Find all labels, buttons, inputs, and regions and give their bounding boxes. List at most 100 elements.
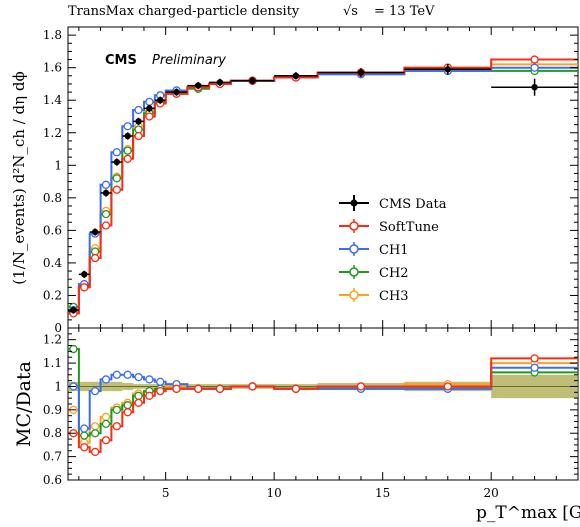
ratio-point-softtune xyxy=(194,384,203,393)
legend-swatch-marker xyxy=(349,290,359,300)
y-tick-label-main: 1.8 xyxy=(43,28,62,42)
point-cms-data xyxy=(146,105,153,112)
y-tick-label-ratio: 1.1 xyxy=(43,356,62,370)
point-softtune xyxy=(112,185,121,194)
ratio-point-ch2 xyxy=(80,431,89,440)
point-cms-data xyxy=(195,82,202,89)
ratio-point-ch2 xyxy=(112,405,121,414)
y-tick-label-main: 0 xyxy=(54,321,62,335)
point-cms-data xyxy=(124,132,131,140)
ratio-point-softtune xyxy=(172,384,181,393)
y-tick-label-main: 1 xyxy=(54,158,62,172)
point-cms-data xyxy=(113,158,121,166)
x-tick-label: 15 xyxy=(375,486,390,500)
point-cms-data xyxy=(157,97,164,104)
series-layer xyxy=(68,55,578,457)
point-softtune xyxy=(101,221,111,230)
y-tick-label-main: 0.2 xyxy=(43,288,62,302)
point-cms-data xyxy=(81,271,88,278)
point-ch1 xyxy=(101,180,111,189)
ratio-point-ch1 xyxy=(530,363,539,372)
legend-swatch-marker xyxy=(350,199,358,207)
y-tick-label-ratio: 0.7 xyxy=(43,450,62,464)
cms-label: CMS xyxy=(105,53,137,68)
ratio-point-softtune xyxy=(134,398,143,407)
ratio-point-ch3 xyxy=(90,422,100,431)
legend-label: CH2 xyxy=(379,266,409,281)
series-line-ch1 xyxy=(68,66,578,312)
ratio-line-softtune xyxy=(68,357,578,453)
y-tick-label-main: 0.8 xyxy=(43,191,62,205)
x-axis-title: p_T^max [GeV] xyxy=(476,503,580,523)
y-tick-label-ratio: 0.6 xyxy=(43,473,62,487)
point-softtune xyxy=(145,112,154,121)
ratio-point-softtune xyxy=(248,382,257,391)
x-tick-label: 5 xyxy=(162,486,170,500)
ratio-point-softtune xyxy=(356,382,366,391)
y-tick-label-main: 1.2 xyxy=(43,126,62,140)
point-cms-data xyxy=(531,84,538,91)
point-ch2 xyxy=(123,146,132,155)
x-tick-label: 10 xyxy=(267,486,282,500)
legend-label: CH3 xyxy=(379,289,409,304)
ratio-point-ch2 xyxy=(101,419,111,429)
point-cms-data xyxy=(70,306,77,314)
point-cms-data xyxy=(102,189,110,197)
point-softtune xyxy=(123,154,132,163)
y-tick-label-ratio: 1 xyxy=(54,379,62,393)
point-cms-data xyxy=(357,69,365,76)
ratio-point-softtune xyxy=(443,382,452,391)
ratio-point-ch2 xyxy=(134,391,143,400)
ratio-point-softtune xyxy=(145,391,154,400)
y-tick-label-ratio: 0.8 xyxy=(43,426,62,440)
y-axis-title-main: (1/N_events) d²N_ch / dη dϕ xyxy=(10,71,28,284)
ratio-point-ch1 xyxy=(112,370,121,379)
point-ch1 xyxy=(530,63,539,72)
x-tick-label: 20 xyxy=(484,486,499,500)
legend-swatch-marker xyxy=(349,244,359,254)
point-cms-data xyxy=(292,72,300,80)
point-ch1 xyxy=(145,97,154,106)
legend-label: CH1 xyxy=(379,243,409,258)
ratio-point-ch2 xyxy=(69,344,78,354)
point-ch2 xyxy=(101,209,111,219)
ratio-point-ch3 xyxy=(101,412,111,422)
point-softtune xyxy=(80,283,89,292)
point-softtune xyxy=(530,55,539,64)
legend-swatch-marker xyxy=(349,221,359,231)
point-cms-data xyxy=(216,79,224,86)
point-cms-data xyxy=(249,77,256,84)
ratio-point-ch1 xyxy=(123,370,132,379)
point-cms-data xyxy=(444,66,451,73)
ratio-point-softtune xyxy=(90,447,100,457)
energy-symbol: √s xyxy=(343,4,358,19)
y-axis-title-ratio: MC/Data xyxy=(13,361,35,447)
ratio-point-softtune xyxy=(156,386,165,396)
ratio-point-ch1 xyxy=(90,386,100,396)
y-tick-label-main: 1.6 xyxy=(43,61,62,75)
point-cms-data xyxy=(91,228,99,236)
point-softtune xyxy=(134,131,143,141)
point-ch1 xyxy=(134,105,143,115)
legend-label: CMS Data xyxy=(379,197,447,212)
legend-label: SoftTune xyxy=(379,220,439,235)
point-softtune xyxy=(90,253,100,263)
y-tick-label-main: 0.4 xyxy=(43,256,62,270)
ratio-point-ch1 xyxy=(134,372,143,382)
point-cms-data xyxy=(173,88,180,96)
y-tick-label-ratio: 1.2 xyxy=(43,333,62,347)
energy-value: = 13 TeV xyxy=(374,4,435,19)
ratio-point-softtune xyxy=(123,408,132,417)
chart-title: TransMax charged-particle density xyxy=(68,4,300,19)
y-tick-label-main: 1.4 xyxy=(43,93,62,107)
ratio-point-ch1 xyxy=(145,375,154,384)
series-line-softtune xyxy=(68,58,578,315)
ratio-point-softtune xyxy=(101,436,111,445)
point-cms-data xyxy=(135,118,142,125)
ratio-point-ch1 xyxy=(156,377,165,386)
ratio-point-ch1 xyxy=(80,424,89,433)
preliminary-label: Preliminary xyxy=(152,53,226,68)
